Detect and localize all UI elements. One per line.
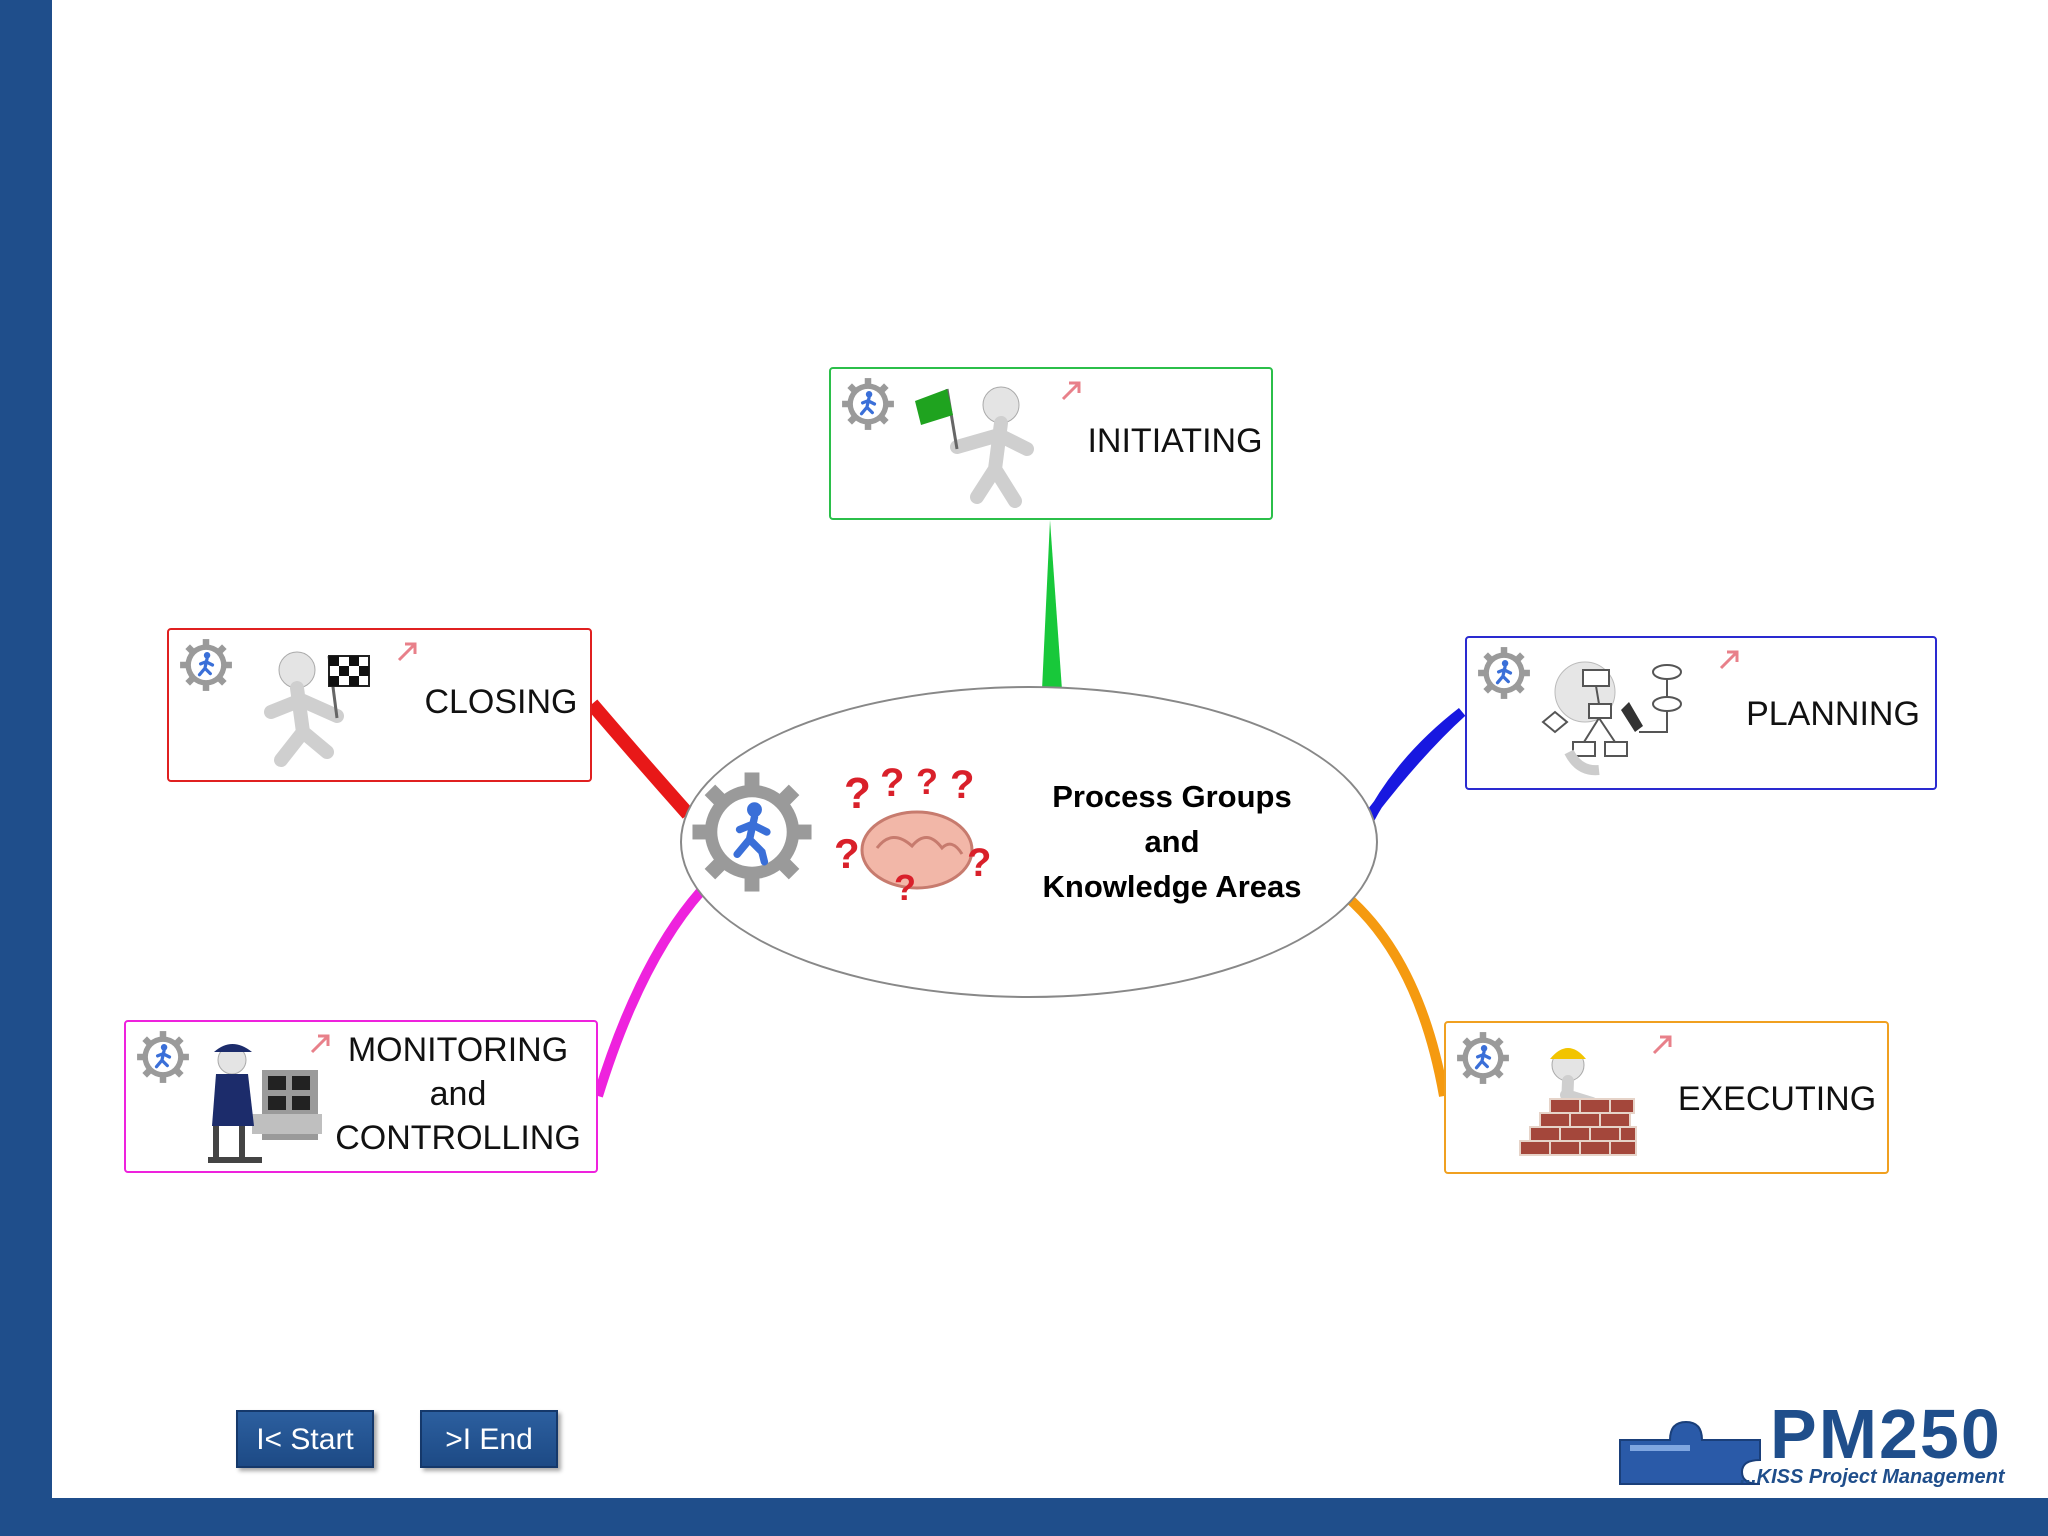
svg-text:?: ? <box>834 830 860 877</box>
link-arrow-icon[interactable] <box>1650 1031 1676 1057</box>
node-monitoring-controlling[interactable]: MONITORING and CONTROLLING <box>124 1020 598 1173</box>
node-initiating[interactable]: INITIATING <box>829 367 1273 520</box>
link-arrow-icon[interactable] <box>1717 646 1743 672</box>
gear-runner-icon <box>1478 647 1530 699</box>
puzzle-piece-icon <box>1619 1420 1761 1485</box>
node-label: MONITORING and CONTROLLING <box>326 1028 590 1160</box>
node-label-line: EXECUTING <box>1677 1080 1877 1118</box>
stick-figure-checkered-flag-icon <box>264 651 370 767</box>
logo-tagline: ...KISS Project Management <box>1740 1466 2005 1488</box>
gear-runner-icon <box>1457 1032 1509 1084</box>
node-label-line: INITIATING <box>1087 422 1263 460</box>
node-label: INITIATING <box>1085 419 1265 463</box>
node-label-line-1: MONITORING <box>347 1031 569 1069</box>
stick-figure-green-flag-icon <box>915 386 1034 508</box>
bricklayer-icon <box>1519 1048 1637 1156</box>
node-planning[interactable]: PLANNING <box>1465 636 1937 790</box>
node-label: EXECUTING <box>1674 1077 1880 1121</box>
node-label-line: PLANNING <box>1746 695 1920 733</box>
frame-bottom-band <box>0 1498 2048 1536</box>
connector-closing <box>586 699 694 819</box>
gear-runner-icon <box>137 1031 189 1083</box>
node-label-line-3: CONTROLLING <box>335 1119 581 1157</box>
node-label-line-2: and <box>429 1075 487 1113</box>
svg-text:?: ? <box>894 867 916 908</box>
flowchart-planner-icon <box>1541 661 1682 776</box>
link-arrow-icon[interactable] <box>308 1030 334 1056</box>
connector-executing <box>1342 892 1449 1097</box>
svg-text:?: ? <box>950 768 974 807</box>
link-arrow-icon[interactable] <box>395 638 421 664</box>
start-button[interactable]: I< Start <box>236 1410 374 1468</box>
node-label: PLANNING <box>1735 692 1931 736</box>
center-topic[interactable]: ? ? ? ? ? ? ? Process Groups and Knowled… <box>680 686 1378 998</box>
center-title: Process Groups and Knowledge Areas <box>1012 774 1332 909</box>
center-title-line-3: Knowledge Areas <box>1042 869 1302 904</box>
node-closing[interactable]: CLOSING <box>167 628 592 782</box>
frame-left-band <box>0 0 52 1536</box>
connector-monitoring <box>593 886 706 1098</box>
link-arrow-icon[interactable] <box>1059 377 1085 403</box>
svg-text:?: ? <box>880 768 904 805</box>
security-guard-console-icon <box>208 1044 322 1163</box>
svg-text:?: ? <box>967 841 991 885</box>
logo-name: PM250 <box>1770 1395 2002 1473</box>
gear-runner-icon <box>692 772 812 892</box>
node-label-line: CLOSING <box>424 683 578 721</box>
node-executing[interactable]: EXECUTING <box>1444 1021 1889 1174</box>
center-title-line-2: and <box>1144 824 1200 859</box>
gear-runner-icon <box>842 378 894 430</box>
brain-question-icon: ? ? ? ? ? ? ? <box>834 768 991 908</box>
connector-planning <box>1363 708 1466 825</box>
svg-text:?: ? <box>844 769 871 818</box>
node-label: CLOSING <box>417 680 585 724</box>
pm250-logo: PM250 ...KISS Project Management <box>1610 1395 2010 1490</box>
svg-text:?: ? <box>916 768 938 802</box>
gear-runner-icon <box>180 639 232 691</box>
center-title-line-1: Process Groups <box>1052 779 1292 814</box>
connector-initiating <box>1042 520 1062 690</box>
end-button[interactable]: >I End <box>420 1410 558 1468</box>
